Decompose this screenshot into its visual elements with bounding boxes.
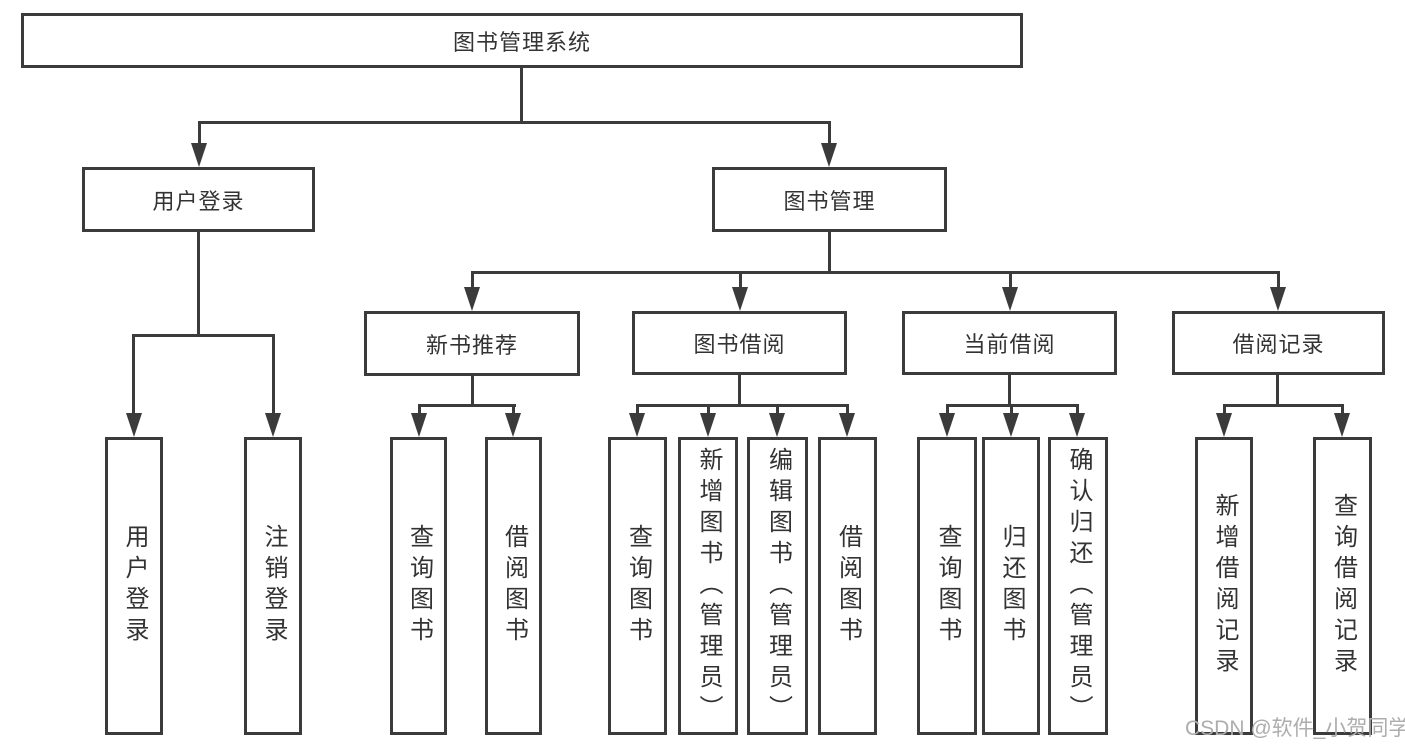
arrow-down-icon <box>821 143 837 167</box>
arrow-down-icon <box>1216 413 1232 437</box>
leaf-newrec-borrow-books: 借阅图书 <box>485 437 542 735</box>
leaf-borrow-query-books: 查询图书 <box>608 437 667 735</box>
connector-line <box>1009 271 1012 291</box>
arrow-down-icon <box>629 413 645 437</box>
leaf-current-return-books: 归还图书 <box>982 437 1040 735</box>
arrow-down-icon <box>1002 287 1018 311</box>
csdn-watermark: CSDN @软件_小贺同学 <box>1185 717 1405 740</box>
connector-line <box>471 375 474 407</box>
connector-line <box>1223 404 1344 407</box>
node-user-login-label: 用户登录 <box>152 188 245 214</box>
connector-line <box>828 232 831 274</box>
connector-line <box>198 121 201 147</box>
leaf-logout-label: 注销登录 <box>260 524 287 648</box>
leaf-borrow-borrow-books: 借阅图书 <box>818 437 877 735</box>
leaf-user-login-label: 用户登录 <box>121 524 148 648</box>
connector-line <box>520 68 523 123</box>
node-book-management: 图书管理 <box>712 167 947 232</box>
leaf-logout: 注销登录 <box>244 437 302 735</box>
arrow-down-icon <box>191 143 207 167</box>
leaf-current-confirm-return-admin: 确认归还（管理员） <box>1048 437 1108 735</box>
leaf-user-login: 用户登录 <box>105 437 163 735</box>
connector-line <box>418 404 421 416</box>
connector-line <box>471 271 1279 274</box>
connector-line <box>846 404 849 416</box>
connector-line <box>418 404 516 407</box>
arrow-down-icon <box>411 413 427 437</box>
connector-line <box>132 334 135 416</box>
connector-line <box>739 271 742 291</box>
connector-line <box>1076 404 1079 416</box>
arrow-down-icon <box>700 413 716 437</box>
connector-line <box>1276 375 1279 407</box>
connector-line <box>636 404 639 416</box>
arrow-down-icon <box>1334 413 1350 437</box>
leaf-records-add-record: 新增借阅记录 <box>1195 437 1253 735</box>
leaf-borrow-edit-books-admin: 编辑图书（管理员） <box>747 437 808 735</box>
connector-line <box>1341 404 1344 416</box>
leaf-borrow-add-books-admin-label: 新增图书（管理员） <box>695 446 722 726</box>
node-current-borrowing-label: 当前借阅 <box>963 332 1056 357</box>
connector-line <box>1010 404 1013 416</box>
leaf-newrec-query-books: 查询图书 <box>390 437 447 735</box>
leaf-borrow-add-books-admin: 新增图书（管理员） <box>678 437 738 735</box>
leaf-newrec-borrow-books-label: 借阅图书 <box>500 524 528 648</box>
leaf-current-query-books: 查询图书 <box>917 437 977 735</box>
arrow-down-icon <box>1069 413 1085 437</box>
arrow-down-icon <box>126 413 142 437</box>
connector-line <box>272 334 275 416</box>
node-root-label: 图书管理系统 <box>452 29 591 55</box>
node-book-borrowing: 图书借阅 <box>632 311 847 375</box>
connector-line <box>738 375 741 407</box>
node-current-borrowing: 当前借阅 <box>902 311 1117 375</box>
arrow-down-icon <box>769 413 785 437</box>
arrow-down-icon <box>839 413 855 437</box>
arrow-down-icon <box>505 413 521 437</box>
connector-line <box>198 121 831 124</box>
connector-line <box>946 404 949 416</box>
leaf-current-confirm-return-admin-label: 确认归还（管理员） <box>1065 446 1092 726</box>
connector-line <box>1008 375 1011 407</box>
leaf-borrow-query-books-label: 查询图书 <box>624 524 652 648</box>
connector-line <box>707 404 710 416</box>
connector-line <box>197 232 200 337</box>
connector-line <box>132 334 275 337</box>
leaf-borrow-edit-books-admin-label: 编辑图书（管理员） <box>764 446 792 726</box>
leaf-records-query-record-label: 查询借阅记录 <box>1329 493 1357 679</box>
connector-line <box>637 404 848 407</box>
leaf-records-add-record-label: 新增借阅记录 <box>1211 493 1238 679</box>
arrow-down-icon <box>732 287 748 311</box>
connector-line <box>1223 404 1226 416</box>
node-borrow-records-label: 借阅记录 <box>1232 332 1325 357</box>
arrow-down-icon <box>265 413 281 437</box>
connector-line <box>512 404 515 416</box>
leaf-records-query-record: 查询借阅记录 <box>1313 437 1372 735</box>
node-borrow-records: 借阅记录 <box>1172 311 1385 375</box>
leaf-borrow-borrow-books-label: 借阅图书 <box>834 524 862 648</box>
leaf-newrec-query-books-label: 查询图书 <box>405 524 433 648</box>
connector-line <box>1277 271 1280 291</box>
leaf-current-return-books-label: 归还图书 <box>998 524 1025 648</box>
leaf-current-query-books-label: 查询图书 <box>934 524 961 648</box>
connector-line <box>776 404 779 416</box>
node-user-login: 用户登录 <box>82 167 315 232</box>
node-book-borrowing-label: 图书借阅 <box>693 332 786 357</box>
node-new-book-recommend-label: 新书推荐 <box>425 332 518 358</box>
arrow-down-icon <box>1003 413 1019 437</box>
connector-line <box>471 271 474 291</box>
arrow-down-icon <box>1270 287 1286 311</box>
arrow-down-icon <box>939 413 955 437</box>
node-new-book-recommend: 新书推荐 <box>364 311 580 376</box>
node-root: 图书管理系统 <box>21 13 1023 68</box>
node-book-management-label: 图书管理 <box>783 188 876 214</box>
connector-line <box>828 121 831 147</box>
arrow-down-icon <box>464 287 480 311</box>
